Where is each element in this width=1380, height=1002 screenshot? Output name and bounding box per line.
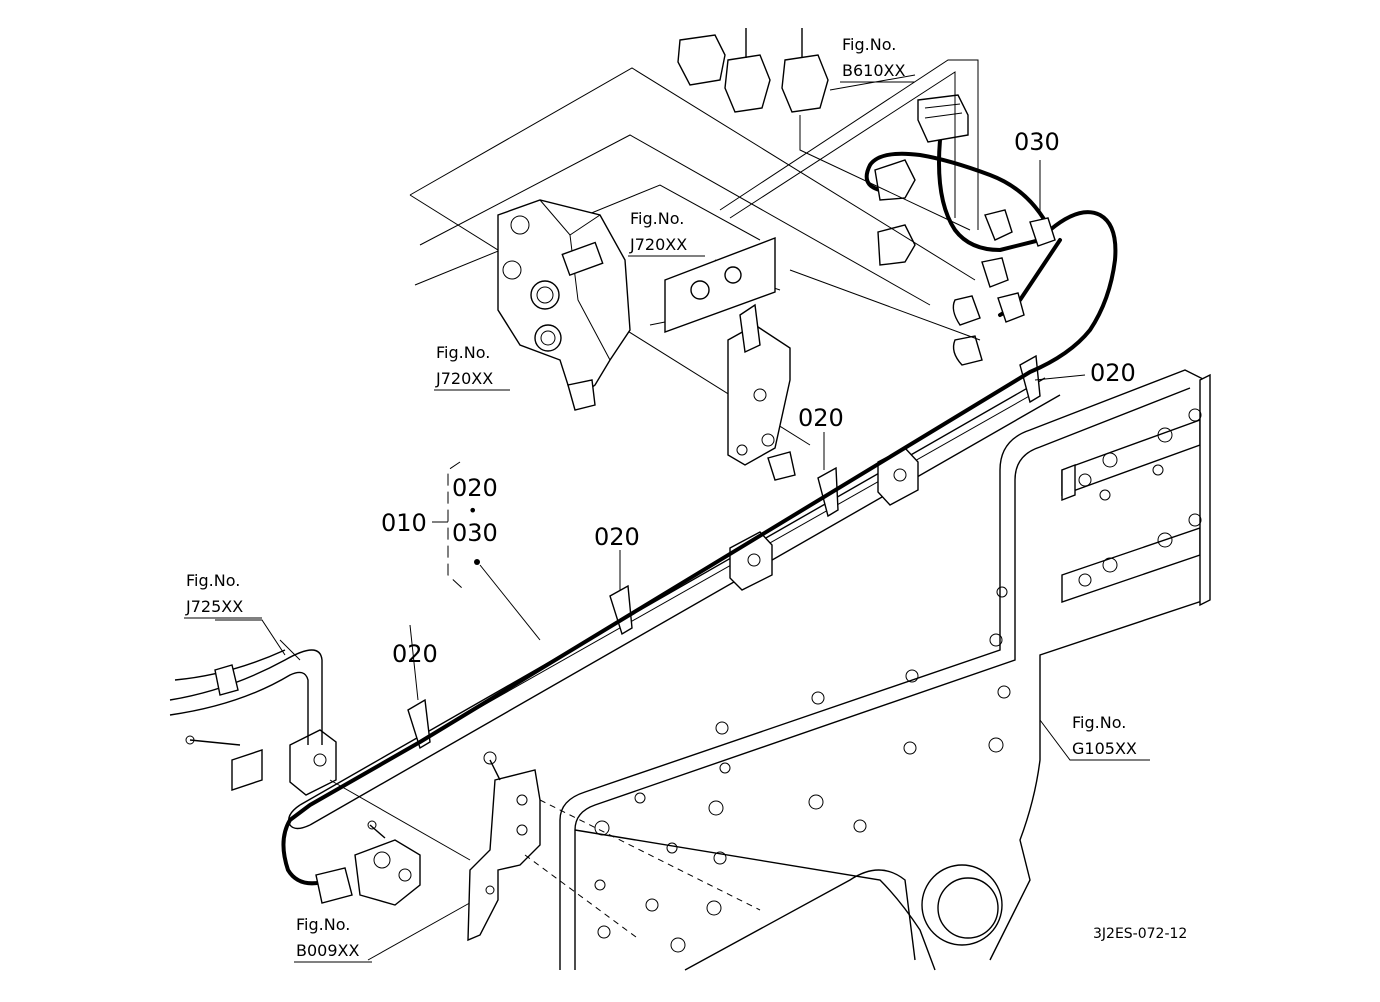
group-bracket [432, 461, 480, 589]
frame-holes [594, 408, 1202, 953]
wiring-harness [281, 210, 1118, 886]
connectors-030 [874, 94, 1056, 366]
group-parent-010: 010 [381, 509, 427, 537]
harness-branch-connector [937, 138, 1042, 252]
fig-ref-b009: Fig.No. B009XX [294, 915, 372, 963]
frame-chassis [559, 369, 1211, 971]
drawing-code: 3J2ES-072-12 [1093, 926, 1187, 942]
fig-ref-j725: Fig.No. J725XX [184, 571, 262, 619]
callout-020-center: 020 [594, 523, 640, 551]
sensors-b610 [677, 28, 829, 113]
leader-lines [215, 59, 1150, 961]
fig-ref-g105-line2: G105XX [1072, 739, 1137, 758]
clamps-020 [407, 354, 1041, 750]
fig-ref-b610: Fig.No. B610XX [840, 35, 915, 83]
fig-ref-j725-line1: Fig.No. [186, 571, 240, 590]
fig-ref-j720-left-line2: J720XX [435, 369, 493, 388]
plate-bracket [467, 751, 541, 942]
callout-020-left: 020 [392, 640, 438, 668]
callout-020-mid: 020 [798, 404, 844, 432]
group-child-020: 020 [452, 474, 498, 502]
callout-030-top: 030 [1014, 128, 1060, 156]
group-child-030: 030 [452, 519, 498, 547]
fig-ref-j720-left: Fig.No. J720XX [434, 343, 510, 391]
fig-ref-j720-left-line1: Fig.No. [436, 343, 490, 362]
fig-ref-b009-line1: Fig.No. [296, 915, 350, 934]
fig-ref-j720-top-line2: J720XX [629, 235, 687, 254]
tube-j725 [169, 649, 323, 791]
harness-branch-upper [864, 151, 1052, 232]
fig-ref-j720-top-line1: Fig.No. [630, 209, 684, 228]
fig-ref-j720-top: Fig.No. J720XX [628, 209, 705, 257]
callout-020-right: 020 [1090, 359, 1136, 387]
mounting-bracket [649, 236, 796, 481]
rail-blocks [289, 447, 919, 796]
fig-ref-g105-line1: Fig.No. [1072, 713, 1126, 732]
fig-ref-j725-line2: J725XX [185, 597, 243, 616]
group-separator: • [468, 501, 477, 520]
fig-ref-b009-line2: B009XX [296, 941, 359, 960]
sensor-b009 [315, 820, 421, 906]
dashed-line-a [539, 799, 761, 911]
hydraulic-valve [497, 199, 631, 411]
fig-ref-b610-line2: B610XX [842, 61, 905, 80]
fig-ref-b610-line1: Fig.No. [842, 35, 896, 54]
dashed-line-b [524, 854, 641, 941]
fig-ref-g105: Fig.No. G105XX [1070, 713, 1148, 761]
